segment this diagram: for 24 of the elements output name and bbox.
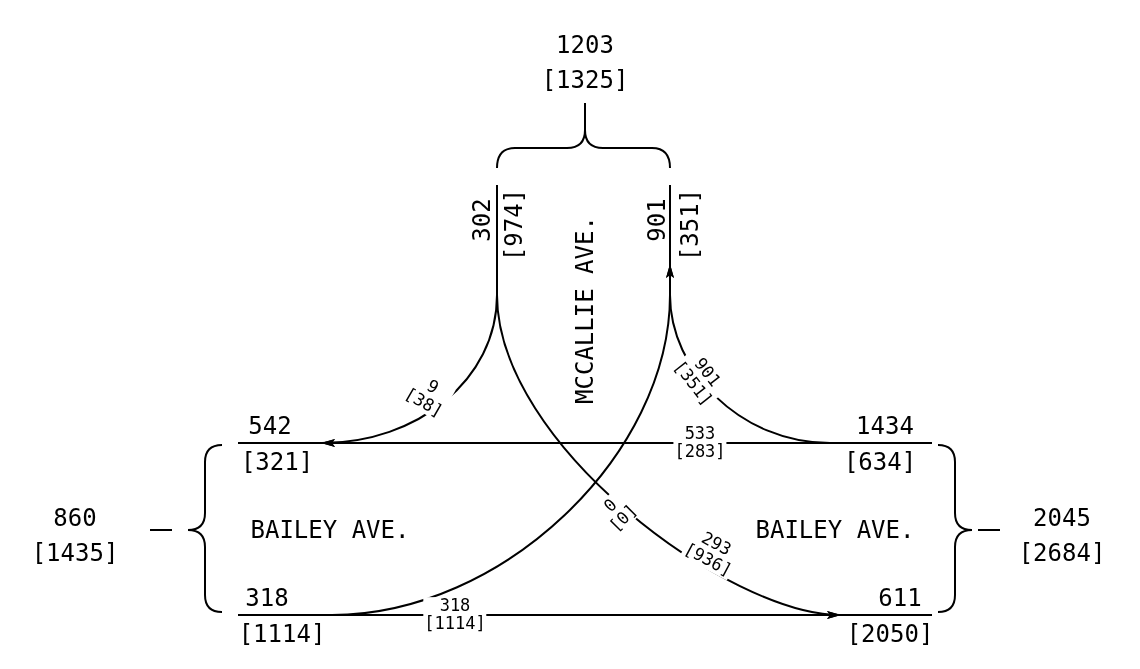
bracketed-volume-value: [1114] (238, 622, 326, 646)
volume-value: 860 (53, 506, 97, 530)
edge-label: 533 [283] (673, 425, 727, 461)
volume-value: 1203 (556, 33, 614, 57)
volume-value: 542 (248, 414, 292, 438)
bracketed-volume-value: [634] (843, 450, 917, 474)
volume-value: 302 (470, 198, 494, 242)
edge-label: 318 [1114] (423, 597, 487, 633)
bracketed-volume-value: [2050] (846, 622, 934, 646)
volume-value: 2045 (1033, 506, 1091, 530)
volume-value: 318 (245, 586, 289, 610)
volume-value: 1434 (856, 414, 914, 438)
street-name: BAILEY AVE. (755, 518, 915, 542)
volume-value: 611 (878, 586, 922, 610)
movement-arrow (321, 439, 831, 447)
bracketed-volume-value: [974] (502, 188, 526, 262)
volume-value: [1325] (541, 68, 629, 92)
street-name: BAILEY AVE. (250, 518, 410, 542)
street-name: MCCALLIE AVE. (573, 216, 597, 404)
volume-value: [2684] (1018, 541, 1106, 565)
bracketed-volume-value: [351] (678, 188, 702, 262)
volume-value: [1435] (31, 541, 119, 565)
volume-value: 901 (645, 198, 669, 242)
bracketed-volume-value: [321] (240, 450, 314, 474)
